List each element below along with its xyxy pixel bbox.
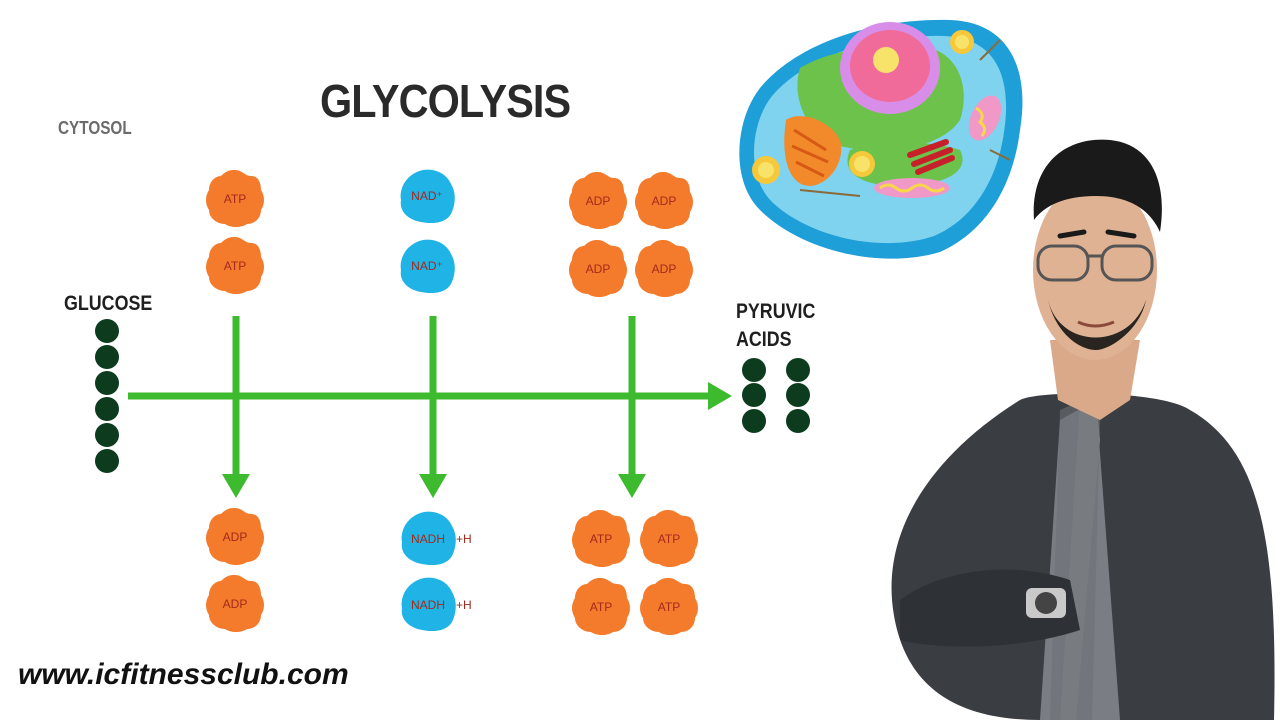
atp-input-1: ATP [206,170,264,227]
svg-text:NADH: NADH [411,598,445,612]
cytosol-label: CYTOSOL [58,118,132,138]
svg-text:ADP: ADP [652,194,677,208]
adp-output-2: ADP [206,575,264,632]
glucose-label: GLUCOSE [64,292,153,315]
svg-text:+H: +H [456,598,472,612]
step2-arrow [419,316,447,498]
adp-input-2: ADP [635,172,693,229]
pyruvic-acid-chains [742,358,810,433]
atp-output-4: ATP [640,578,698,635]
atp-output-2: ATP [640,510,698,567]
step3-arrow [618,316,646,498]
pyruvic-acids-label-line1: PYRUVIC [736,300,816,323]
svg-text:ATP: ATP [224,259,246,273]
adp-input-4: ADP [635,240,693,297]
nad-input-2: NAD⁺ [400,239,455,294]
adp-input-1: ADP [569,172,627,229]
svg-text:ATP: ATP [590,600,612,614]
svg-text:ATP: ATP [658,600,680,614]
svg-text:ADP: ADP [652,262,677,276]
svg-text:ADP: ADP [223,597,248,611]
main-arrow-head [708,382,732,410]
svg-text:ADP: ADP [586,262,611,276]
svg-text:ATP: ATP [224,192,246,206]
svg-text:NAD⁺: NAD⁺ [411,189,443,203]
svg-text:ATP: ATP [590,532,612,546]
animal-cell-illustration [739,19,1023,259]
svg-text:ATP: ATP [658,532,680,546]
nad-input-1: NAD⁺ [400,169,455,224]
adp-input-3: ADP [569,240,627,297]
glucose-chain [95,319,119,473]
website-url: www.icfitnessclub.com [18,658,349,691]
nadh-output-2: NADH +H [401,577,472,632]
atp-output-3: ATP [572,578,630,635]
atp-output-1: ATP [572,510,630,567]
atp-input-2: ATP [206,237,264,294]
svg-text:+H: +H [456,532,472,546]
svg-text:ADP: ADP [223,530,248,544]
presenter-photo [891,139,1275,720]
nadh-output-1: NADH +H [401,511,472,566]
adp-output-1: ADP [206,508,264,565]
svg-text:ADP: ADP [586,194,611,208]
step1-arrow [222,316,250,498]
pyruvic-acids-label-line2: ACIDS [736,328,792,351]
page-title: GLYCOLYSIS [320,75,571,127]
svg-text:NADH: NADH [411,532,445,546]
svg-text:NAD⁺: NAD⁺ [411,259,443,273]
